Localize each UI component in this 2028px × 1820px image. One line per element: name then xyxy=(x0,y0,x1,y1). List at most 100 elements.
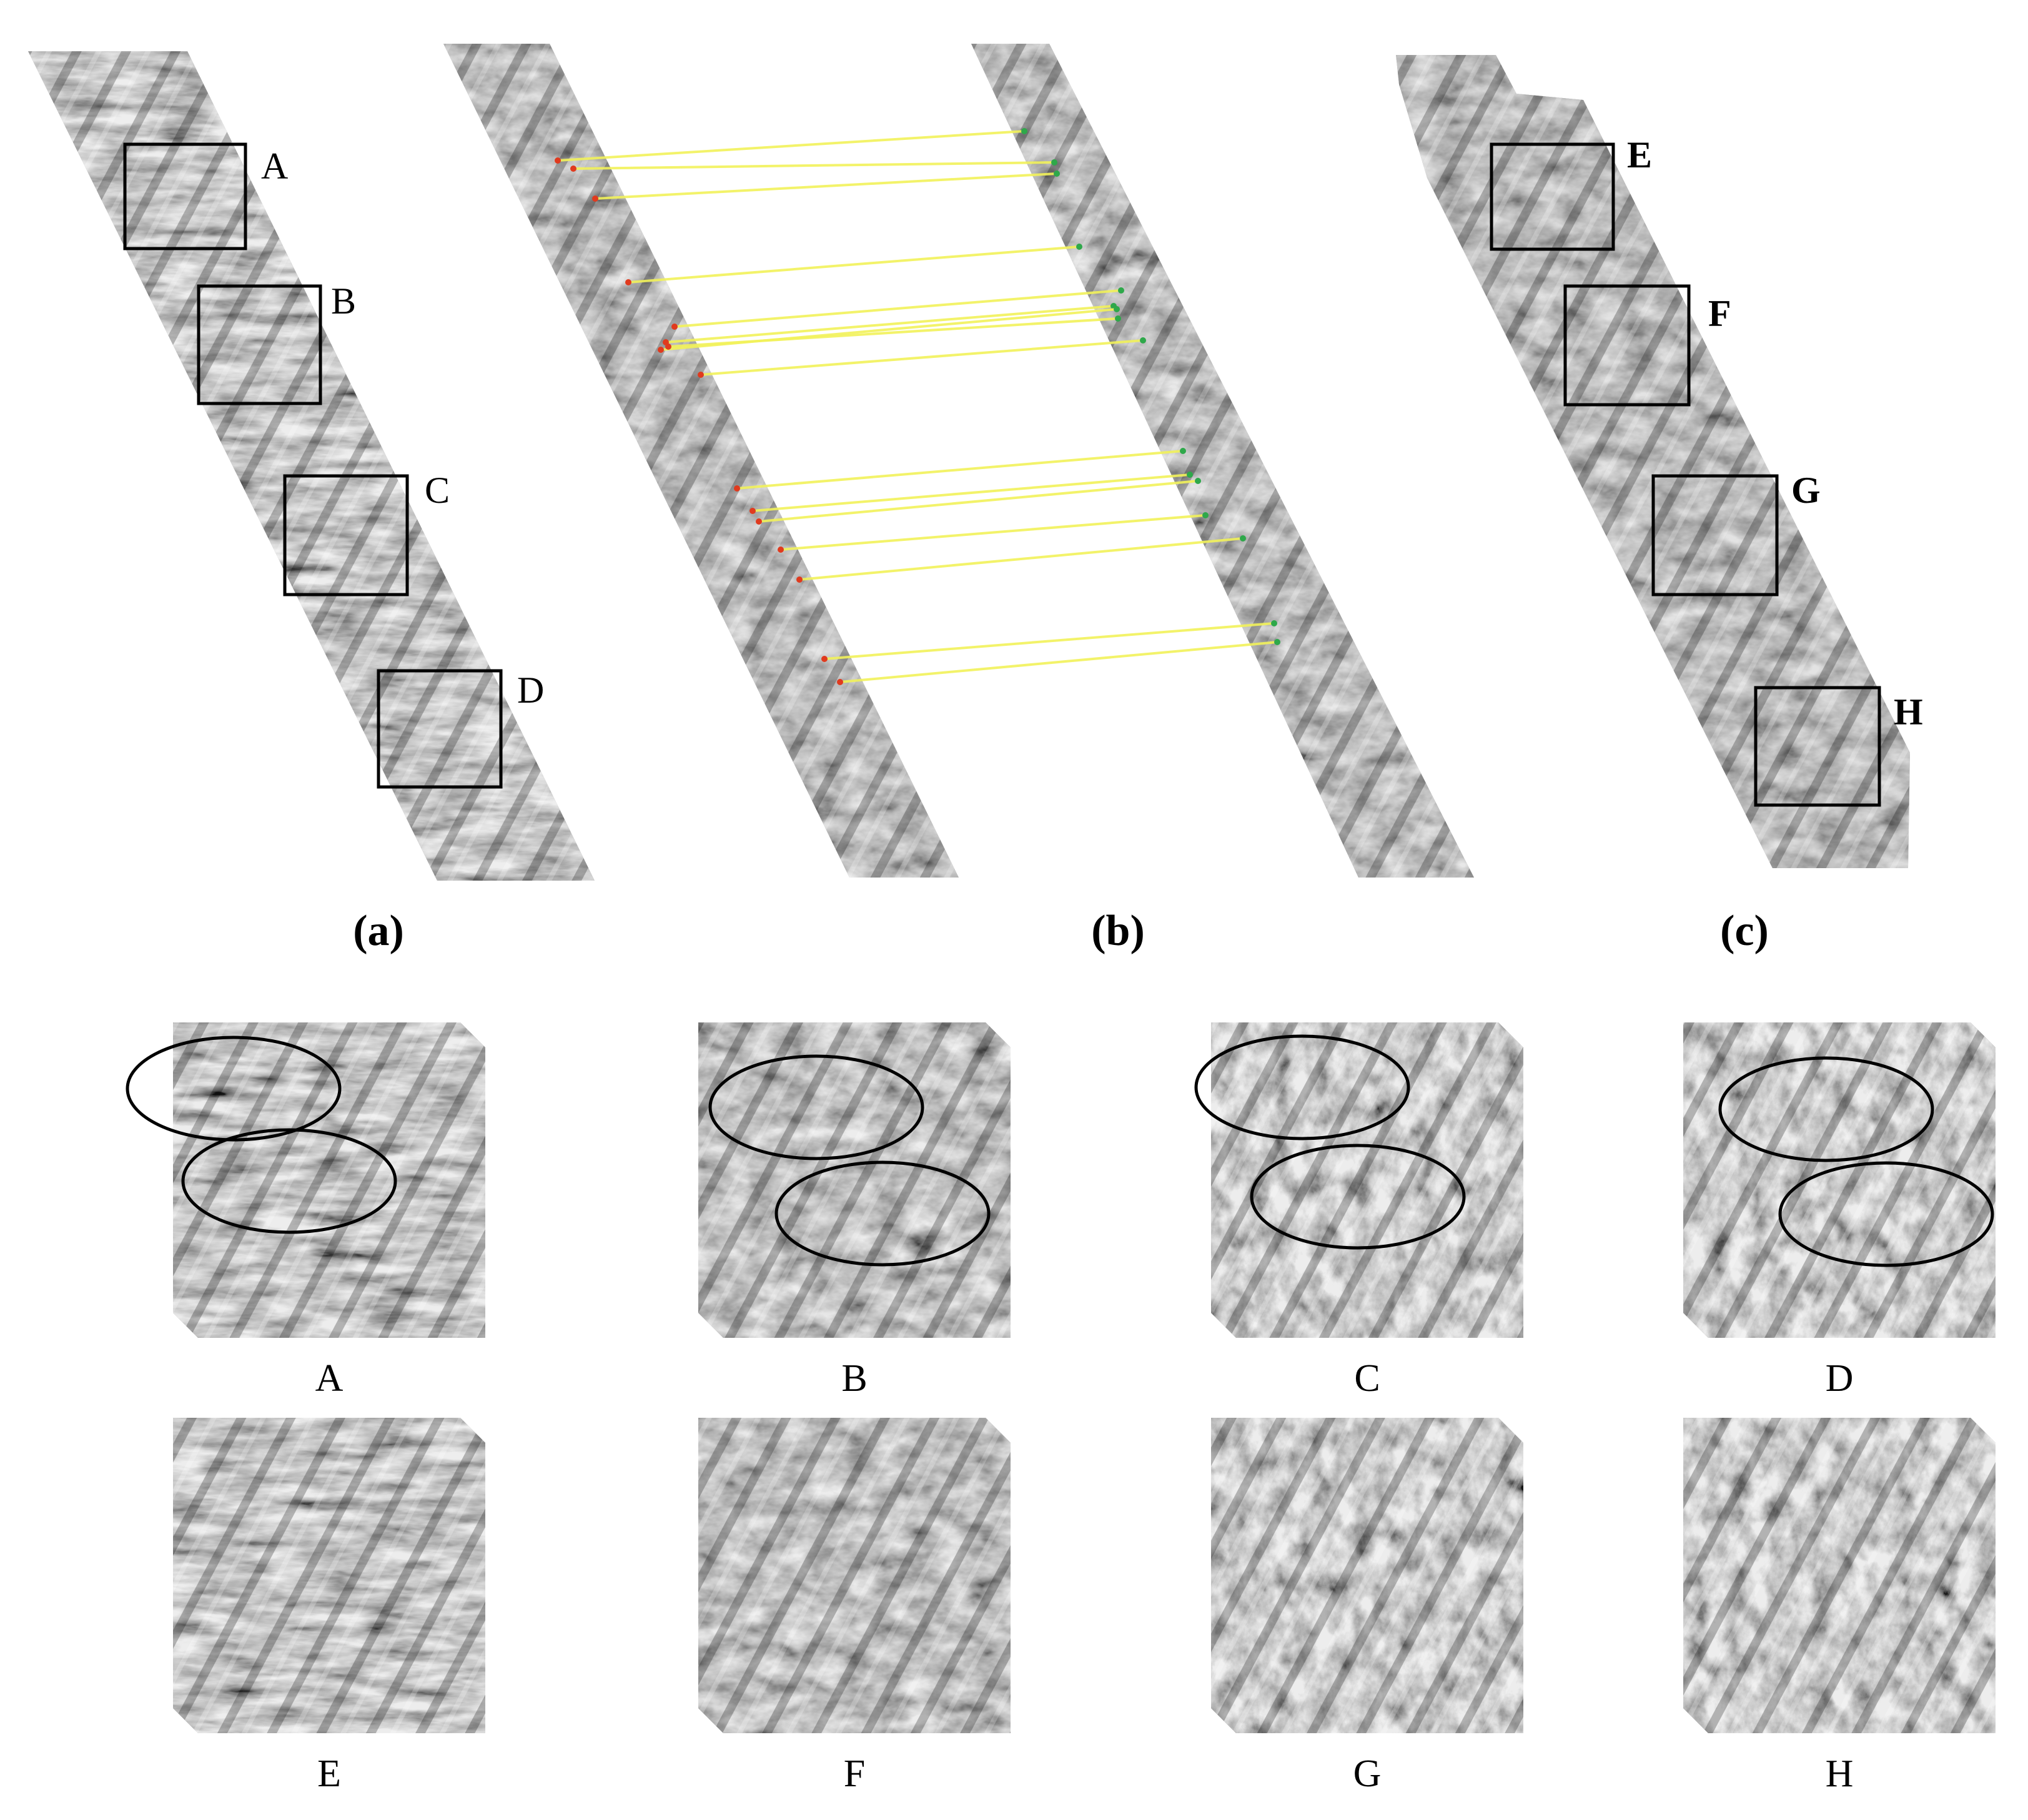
crop-label: H xyxy=(1826,1753,1854,1795)
box-A xyxy=(123,142,247,250)
match-line xyxy=(628,245,1080,284)
match-line xyxy=(752,473,1190,512)
crop-image xyxy=(698,1022,1011,1338)
crop-image xyxy=(1683,1022,1996,1338)
match-line xyxy=(674,289,1122,328)
box-C xyxy=(283,474,409,596)
highlight-ellipse xyxy=(126,1036,342,1142)
crop-E: E xyxy=(173,1418,485,1795)
match-point-left xyxy=(796,576,803,583)
panel-caption-c: (c) xyxy=(1720,907,1769,955)
match-point-right xyxy=(1114,306,1120,312)
match-point-right xyxy=(1274,639,1280,645)
box-label-H: H xyxy=(1894,691,1923,733)
match-line xyxy=(839,641,1278,683)
panel-b-right-swath xyxy=(971,44,1474,878)
panel-c-swath xyxy=(1396,55,1910,868)
crop-label: D xyxy=(1826,1357,1854,1400)
crop-image xyxy=(173,1418,485,1733)
box-label-E: E xyxy=(1627,134,1652,176)
match-point-right xyxy=(1202,512,1209,518)
match-point-left xyxy=(625,279,631,285)
highlight-ellipse xyxy=(708,1054,924,1160)
match-point-right xyxy=(1240,535,1246,542)
match-line xyxy=(700,339,1144,376)
match-point-left xyxy=(658,347,664,353)
match-line xyxy=(665,305,1114,344)
match-point-right xyxy=(1118,287,1124,294)
panel-c: E F G H (c) xyxy=(1396,55,1923,955)
match-point-left xyxy=(592,195,598,202)
match-point-left xyxy=(837,679,843,685)
match-line xyxy=(736,450,1184,490)
match-point-left xyxy=(821,656,828,662)
match-point-left xyxy=(698,372,704,378)
match-point-left xyxy=(778,546,784,553)
crop-label: C xyxy=(1354,1357,1380,1400)
match-point-right xyxy=(1054,171,1060,177)
match-point-left xyxy=(555,157,561,164)
crop-G: G xyxy=(1211,1418,1523,1795)
crop-grid: A B C D E F G H xyxy=(126,1022,1996,1795)
crop-F: F xyxy=(698,1418,1011,1795)
match-line xyxy=(799,537,1244,581)
highlight-ellipse xyxy=(1194,1034,1410,1140)
box-E xyxy=(1490,142,1615,251)
crop-C: C xyxy=(1194,1022,1523,1400)
match-point-left xyxy=(570,166,576,172)
match-lines xyxy=(555,128,1280,685)
match-point-right xyxy=(1115,315,1121,322)
box-label-F: F xyxy=(1708,293,1731,334)
match-point-left xyxy=(671,324,678,330)
match-point-right xyxy=(1051,159,1057,166)
highlight-ellipse xyxy=(1250,1144,1466,1250)
panel-caption-b: (b) xyxy=(1091,907,1145,955)
box-B xyxy=(197,284,322,405)
box-F xyxy=(1563,284,1691,407)
match-point-left xyxy=(665,344,671,350)
match-point-left xyxy=(749,508,756,514)
highlight-ellipse xyxy=(1718,1056,1934,1162)
crop-H: H xyxy=(1683,1418,1996,1795)
highlight-ellipse xyxy=(1778,1161,1994,1267)
crop-image xyxy=(173,1022,485,1338)
match-point-right xyxy=(1180,448,1186,454)
highlight-ellipse xyxy=(181,1128,397,1234)
match-point-right xyxy=(1195,478,1201,484)
crop-B: B xyxy=(698,1022,1011,1400)
crop-image xyxy=(1211,1022,1523,1338)
crop-label: B xyxy=(841,1357,867,1400)
box-label-B: B xyxy=(331,280,356,322)
match-line xyxy=(780,514,1206,551)
box-D xyxy=(377,669,503,789)
crop-label: E xyxy=(317,1753,341,1795)
match-line xyxy=(824,622,1275,660)
match-line xyxy=(557,130,1025,162)
crop-image xyxy=(698,1418,1011,1733)
crop-A: A xyxy=(126,1022,485,1400)
match-point-right xyxy=(1021,128,1027,134)
crop-D: D xyxy=(1683,1022,1996,1400)
panel-caption-a: (a) xyxy=(353,907,404,955)
crop-label: F xyxy=(844,1753,865,1795)
box-label-D: D xyxy=(517,670,544,711)
match-point-right xyxy=(1271,620,1277,626)
match-line xyxy=(758,480,1199,523)
box-label-G: G xyxy=(1791,470,1821,511)
box-label-C: C xyxy=(425,470,450,511)
match-line xyxy=(573,161,1055,170)
match-point-right xyxy=(1187,472,1193,478)
crop-label: G xyxy=(1353,1753,1382,1795)
match-point-left xyxy=(756,518,762,525)
match-point-right xyxy=(1076,244,1082,250)
match-point-left xyxy=(734,485,740,492)
match-line xyxy=(668,317,1119,348)
box-H xyxy=(1754,686,1881,807)
crop-image xyxy=(1683,1418,1996,1733)
box-G xyxy=(1651,474,1779,596)
match-line xyxy=(595,172,1057,200)
box-label-A: A xyxy=(261,146,288,187)
highlight-ellipse xyxy=(774,1160,991,1267)
